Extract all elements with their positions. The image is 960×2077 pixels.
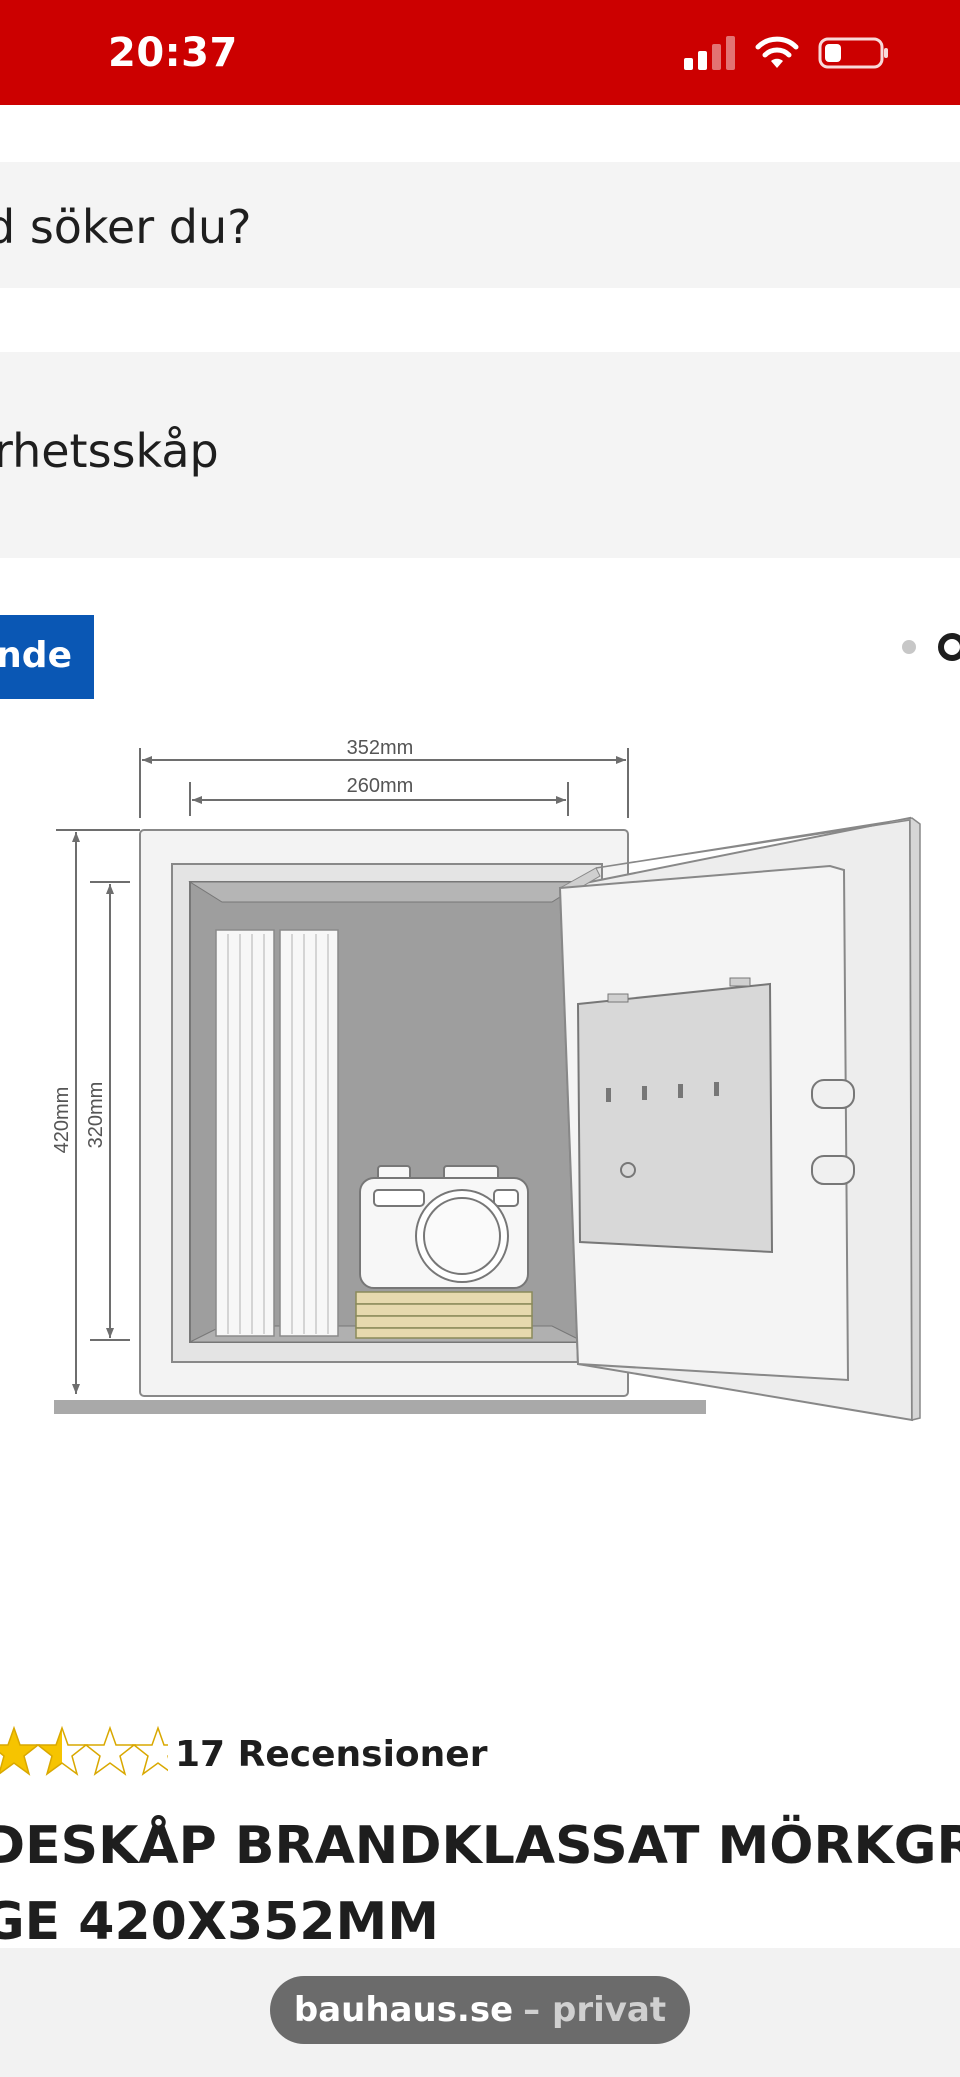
search-input[interactable]: d söker du? (0, 162, 960, 288)
url-private-mode: – privat (523, 1990, 667, 2030)
rating[interactable]: 17 Recensioner (0, 1722, 960, 1786)
star-empty-icon (83, 1725, 137, 1776)
signal-bars-icon (684, 36, 735, 70)
category-label: rhetsskåp (0, 424, 219, 478)
dimension-inner-width: 260mm (347, 775, 414, 797)
status-time: 20:37 (108, 30, 238, 76)
dimension-outer-height: 420mm (51, 1087, 73, 1154)
star-half-icon (35, 1725, 89, 1776)
url-domain: bauhaus.se (293, 1990, 514, 2030)
status-bar: 20:37 (0, 0, 960, 105)
badge-label: nde (0, 635, 72, 676)
dimension-outer-width: 352mm (347, 737, 414, 759)
carousel-dot-active[interactable] (938, 633, 960, 661)
product-title-line: DESKÅP BRANDKLASSAT MÖRKGRÅ Y (0, 1816, 960, 1876)
dimension-inner-height: 320mm (85, 1082, 107, 1149)
product-badge: nde (0, 615, 94, 699)
star-empty-icon (131, 1725, 168, 1776)
category-link[interactable]: rhetsskåp (0, 352, 960, 558)
search-placeholder: d söker du? (0, 200, 252, 254)
camera-icon (359, 1165, 529, 1289)
star-filled-icon (0, 1725, 41, 1776)
review-count[interactable]: 17 Recensioner (175, 1734, 488, 1775)
browser-bottom-bar: bauhaus.se – privat (0, 1948, 960, 2077)
product-image-safe-diagram[interactable]: 352mm 260mm 420mm 320mm (40, 730, 940, 1440)
status-icons (684, 36, 890, 70)
carousel-dots[interactable] (902, 632, 960, 662)
address-bar[interactable]: bauhaus.se – privat (270, 1976, 690, 2044)
rating-stars (0, 1725, 168, 1776)
product-title: DESKÅP BRANDKLASSAT MÖRKGRÅ Y GE 420X352… (0, 1808, 960, 1958)
battery-low-icon (818, 37, 888, 69)
wifi-icon (755, 36, 799, 68)
product-title-line: GE 420X352MM (0, 1892, 439, 1952)
carousel-dot[interactable] (902, 640, 916, 654)
